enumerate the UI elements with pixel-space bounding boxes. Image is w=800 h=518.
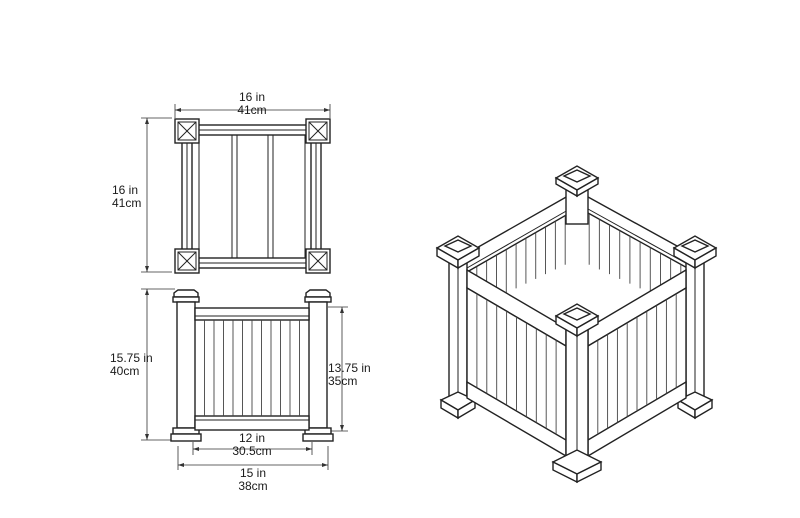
front-left-panel-slats <box>476 293 557 435</box>
total-height-imperial: 15.75 in <box>110 351 153 365</box>
top-depth-imperial: 16 in <box>112 183 139 197</box>
front-view <box>141 288 348 470</box>
panel-width-metric: 30.5cm <box>232 444 272 458</box>
isometric-view <box>435 165 718 484</box>
corner-post-bottom-right <box>305 248 331 274</box>
corner-post-bottom-left <box>174 248 200 274</box>
top-view <box>141 104 331 274</box>
panel-width-imperial: 12 in <box>238 431 266 445</box>
top-width-label: 16 in 41cm <box>222 91 282 117</box>
corner-post-top-left <box>174 118 200 144</box>
base-width-metric: 38cm <box>238 479 268 493</box>
panel-width-label: 12 in 30.5cm <box>212 432 292 458</box>
top-depth-label: 16 in 41cm <box>112 184 141 210</box>
front-right-panel-slats <box>597 293 677 435</box>
base-width-label: 15 in 38cm <box>213 467 293 493</box>
panel-height-label: 13.75 in 35cm <box>328 362 371 388</box>
total-height-metric: 40cm <box>110 364 140 378</box>
base-width-imperial: 15 in <box>239 466 267 480</box>
panel-height-metric: 35cm <box>328 374 358 388</box>
top-width-imperial: 16 in <box>238 90 266 104</box>
top-width-metric: 41cm <box>237 103 267 117</box>
total-height-label: 15.75 in 40cm <box>110 352 153 378</box>
front-panel-slats <box>204 320 300 416</box>
top-depth-metric: 41cm <box>112 196 142 210</box>
corner-post-top-right <box>305 118 331 144</box>
panel-height-imperial: 13.75 in <box>328 361 371 375</box>
